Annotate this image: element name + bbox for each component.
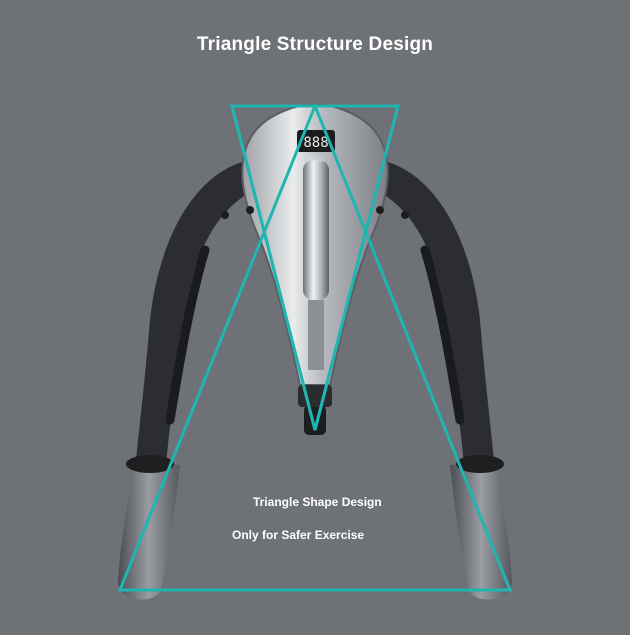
upright-triangle bbox=[117, 101, 513, 592]
brand-mark: PROI bbox=[307, 157, 324, 164]
spring-cylinder bbox=[303, 160, 329, 300]
caption-shape: Triangle Shape Design bbox=[253, 495, 382, 509]
caption-safety: Only for Safer Exercise bbox=[232, 528, 365, 542]
left-arm bbox=[135, 160, 265, 475]
left-grip bbox=[117, 460, 180, 600]
right-arm-slot bbox=[420, 245, 465, 425]
counter-readout: 888 bbox=[303, 135, 328, 151]
right-grip bbox=[450, 460, 513, 600]
adjust-knob bbox=[304, 405, 326, 435]
left-arm-slot bbox=[165, 245, 210, 425]
headline: Triangle Structure Design bbox=[196, 34, 434, 55]
right-arm bbox=[365, 160, 495, 475]
